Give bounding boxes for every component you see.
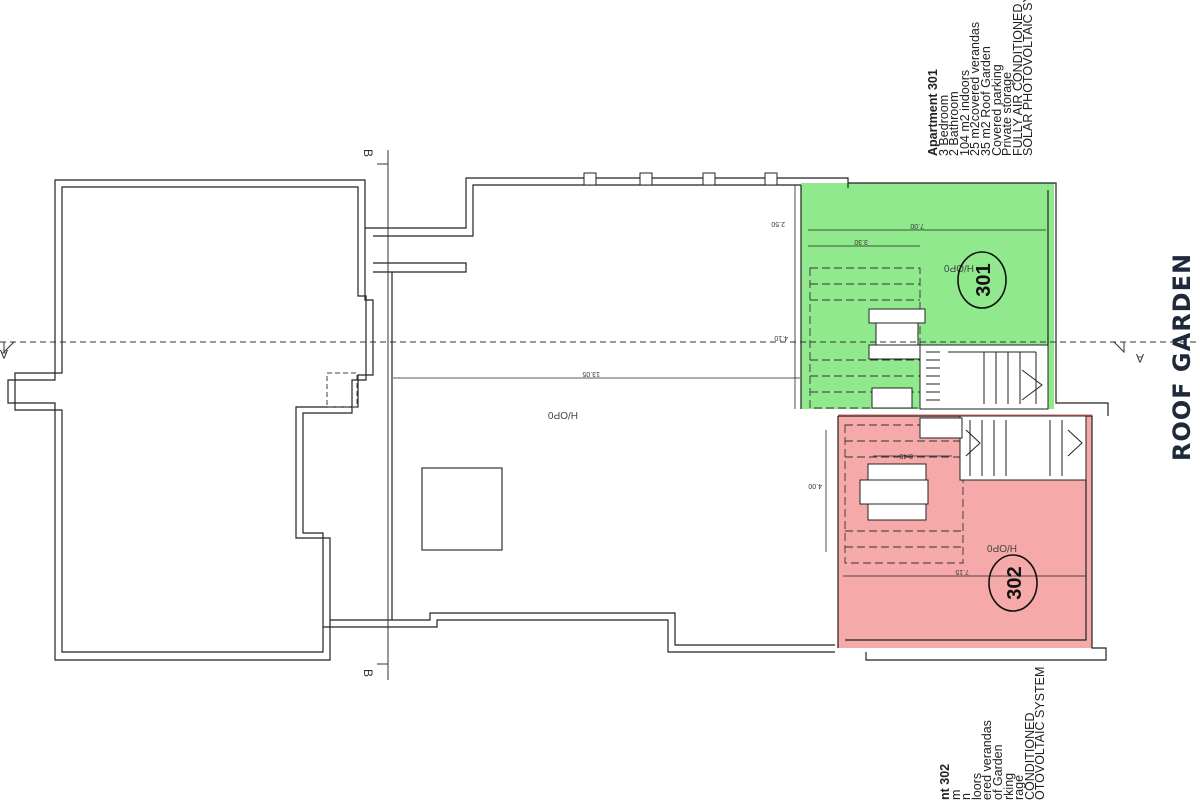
section-label-b-top: B [361, 149, 375, 157]
apartment-301-dining-table [868, 308, 926, 360]
badge-302-text: 302 [1004, 566, 1026, 599]
dim-13-05: 13.05 [582, 370, 600, 377]
dim-2-50: 2.50 [771, 220, 785, 227]
apartment-302-walls [837, 415, 1107, 661]
dim-7-15: 7.15 [955, 568, 969, 575]
section-line-a: A A [0, 341, 1200, 365]
level-label-302: H/OP0 [987, 542, 1017, 553]
apartment-302-badge: 302 [988, 554, 1038, 612]
dim-4-10: 4.10 [774, 334, 788, 341]
dim-7-00: 7.00 [910, 222, 924, 229]
section-label-b-bottom: B [361, 669, 375, 677]
wall-posts [583, 172, 778, 186]
section-label-a-left: A [0, 347, 8, 361]
apartment-301-kitchenette [871, 387, 913, 409]
apartment-302-staircase [959, 415, 1087, 481]
central-block-walls [323, 177, 849, 653]
roof-skylight [421, 467, 503, 551]
section-label-a-right: A [1136, 351, 1144, 365]
dim-3-45: 3.45 [899, 452, 913, 459]
apartment-302-dining-table [859, 463, 929, 521]
section-line-b: B B [361, 149, 389, 680]
apartment-301-pergola [809, 267, 921, 409]
apartment-301-staircase [919, 344, 1049, 410]
apartment-302-pergola [844, 424, 964, 564]
dimension-lines [393, 185, 1086, 577]
level-label-301: H/OP0 [944, 262, 974, 273]
level-label-main: H/OP0 [548, 409, 578, 420]
apartment-302-kitchenette [919, 417, 963, 439]
apartment-301-badge: 301 [957, 251, 1007, 309]
badge-301-text: 301 [973, 263, 995, 296]
dim-4-00: 4.00 [808, 482, 822, 489]
apartment-301-walls [800, 182, 1109, 416]
dim-3-30: 3.30 [854, 238, 868, 245]
left-block-walls [7, 179, 374, 661]
